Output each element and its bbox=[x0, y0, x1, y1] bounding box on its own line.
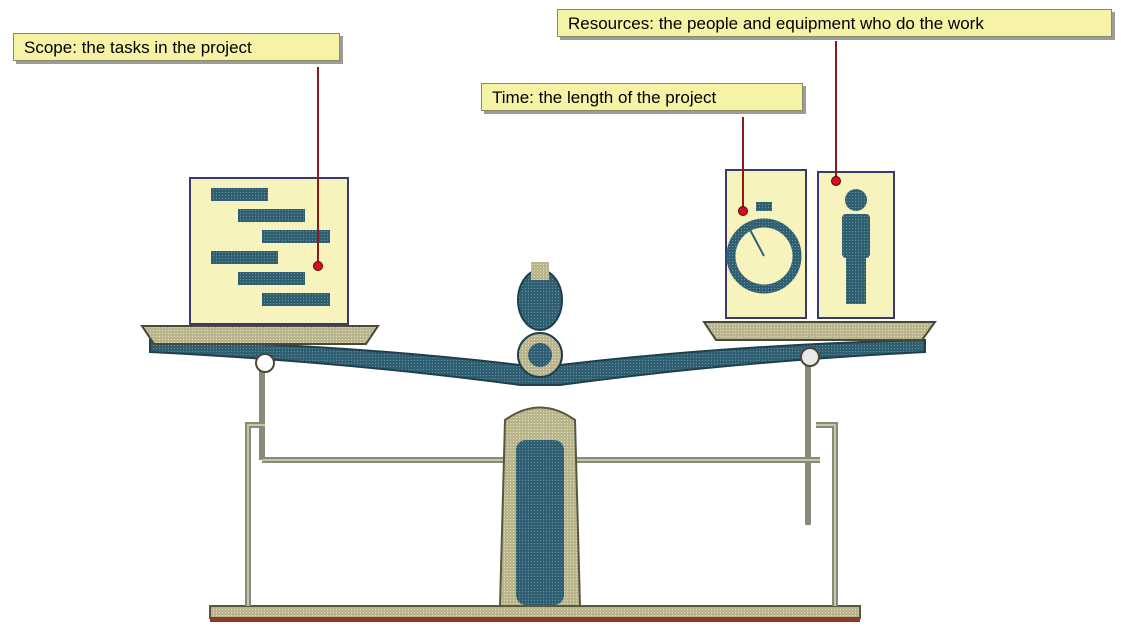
scale-column bbox=[498, 406, 582, 607]
scale-pivot bbox=[517, 262, 563, 378]
scale-base bbox=[209, 605, 861, 622]
time-callout: Time: the length of the project bbox=[481, 83, 803, 111]
scale-beam bbox=[149, 338, 926, 386]
leader-endpoints bbox=[313, 176, 841, 271]
resources-callout: Resources: the people and equipment who … bbox=[557, 9, 1112, 37]
left-pan bbox=[140, 325, 380, 373]
leader-lines bbox=[317, 41, 837, 266]
person-panel bbox=[817, 171, 895, 319]
scope-callout: Scope: the tasks in the project bbox=[13, 33, 340, 61]
right-pan bbox=[702, 321, 937, 367]
scope-panel bbox=[189, 177, 349, 325]
stopwatch-panel bbox=[725, 169, 807, 319]
